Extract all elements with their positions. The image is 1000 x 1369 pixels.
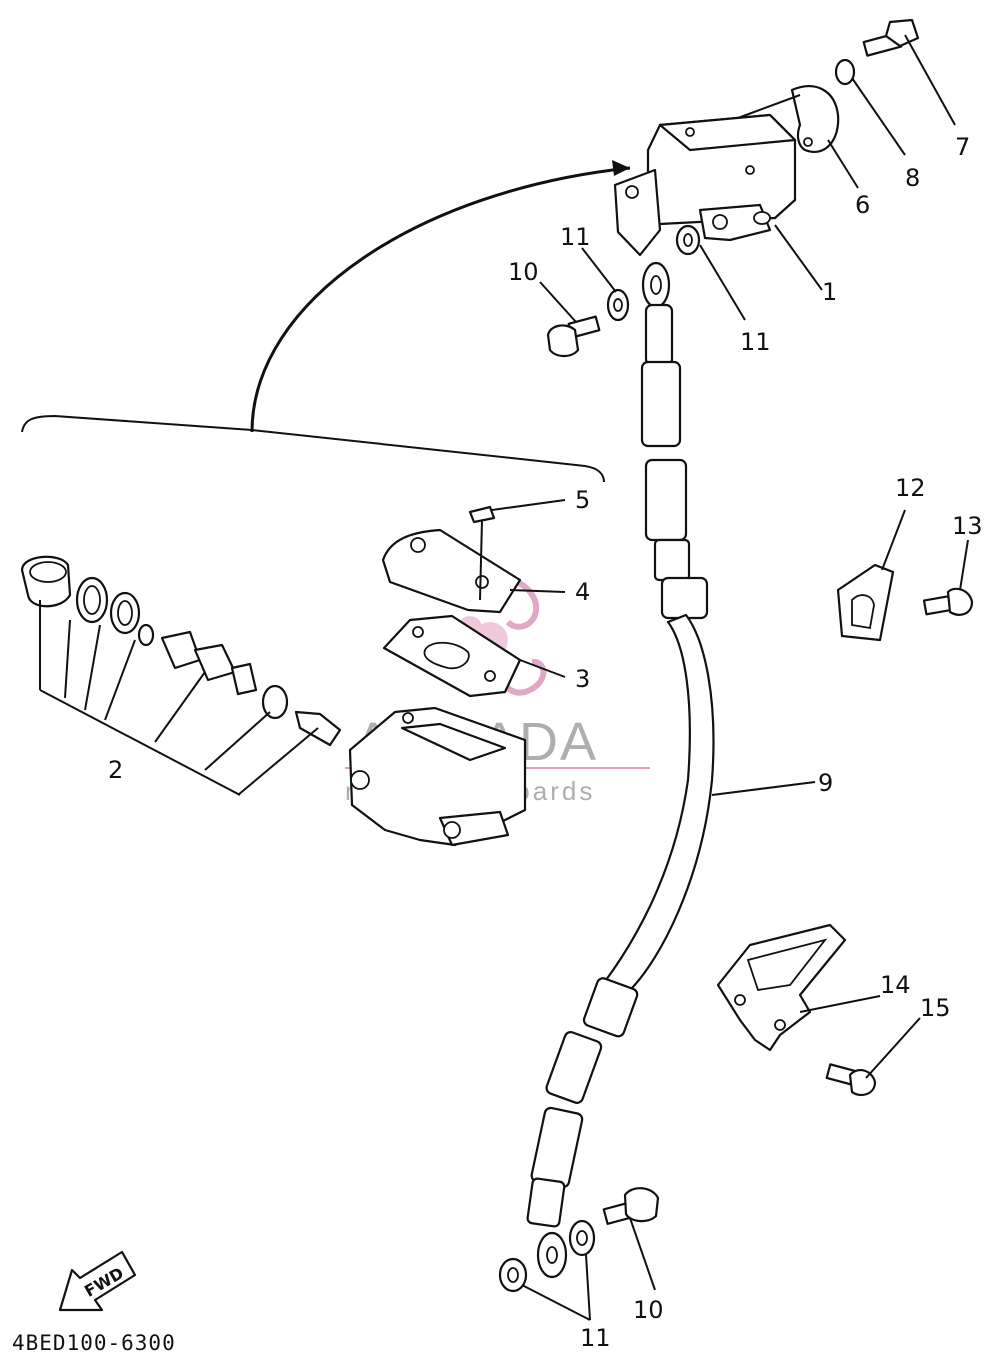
label-part-8: 8 [905, 164, 920, 192]
part-2-leaders [39, 600, 319, 796]
label-part-7: 7 [955, 133, 970, 161]
drawing-code: 4BED100-6300 [12, 1331, 176, 1355]
reservoir-cover [381, 528, 522, 614]
label-part-6: 6 [855, 191, 870, 219]
label-part-5: 5 [575, 486, 590, 514]
label-part-14: 14 [880, 971, 911, 999]
label-leaders [491, 34, 969, 1321]
label-part-1: 1 [822, 278, 837, 306]
washer-part [834, 58, 856, 86]
label-part-3: 3 [575, 665, 590, 693]
guide-bolt [922, 587, 974, 616]
label-part-13: 13 [952, 512, 983, 540]
label-part-9: 9 [818, 769, 833, 797]
brake-hose [526, 261, 715, 1279]
label-part-10-bottom: 10 [633, 1296, 664, 1324]
label-part-2: 2 [108, 756, 123, 784]
hose-bracket [716, 923, 847, 1052]
hose-guide [836, 563, 895, 642]
piston-kit-parts [20, 555, 342, 747]
exploded-cylinder-body [348, 706, 527, 847]
label-part-15: 15 [920, 994, 951, 1022]
holder-part [790, 85, 840, 153]
exploded-view-bracket [21, 414, 605, 483]
label-part-10-top: 10 [508, 258, 539, 286]
union-bolt-top [546, 315, 601, 358]
forward-direction-badge: FWD [58, 1250, 137, 1312]
view-arrow-head-icon [612, 160, 630, 176]
label-part-11-top-left: 11 [560, 223, 591, 251]
view-arrow-line [250, 166, 631, 433]
label-part-11-bottom: 11 [580, 1324, 611, 1352]
label-part-11-top-right: 11 [740, 328, 771, 356]
label-part-12: 12 [895, 474, 926, 502]
label-part-4: 4 [575, 578, 590, 606]
cover-screw [468, 505, 496, 524]
bracket-bolt [825, 1063, 877, 1096]
bolt-part [862, 18, 920, 57]
master-cylinder-assembly [613, 113, 797, 257]
